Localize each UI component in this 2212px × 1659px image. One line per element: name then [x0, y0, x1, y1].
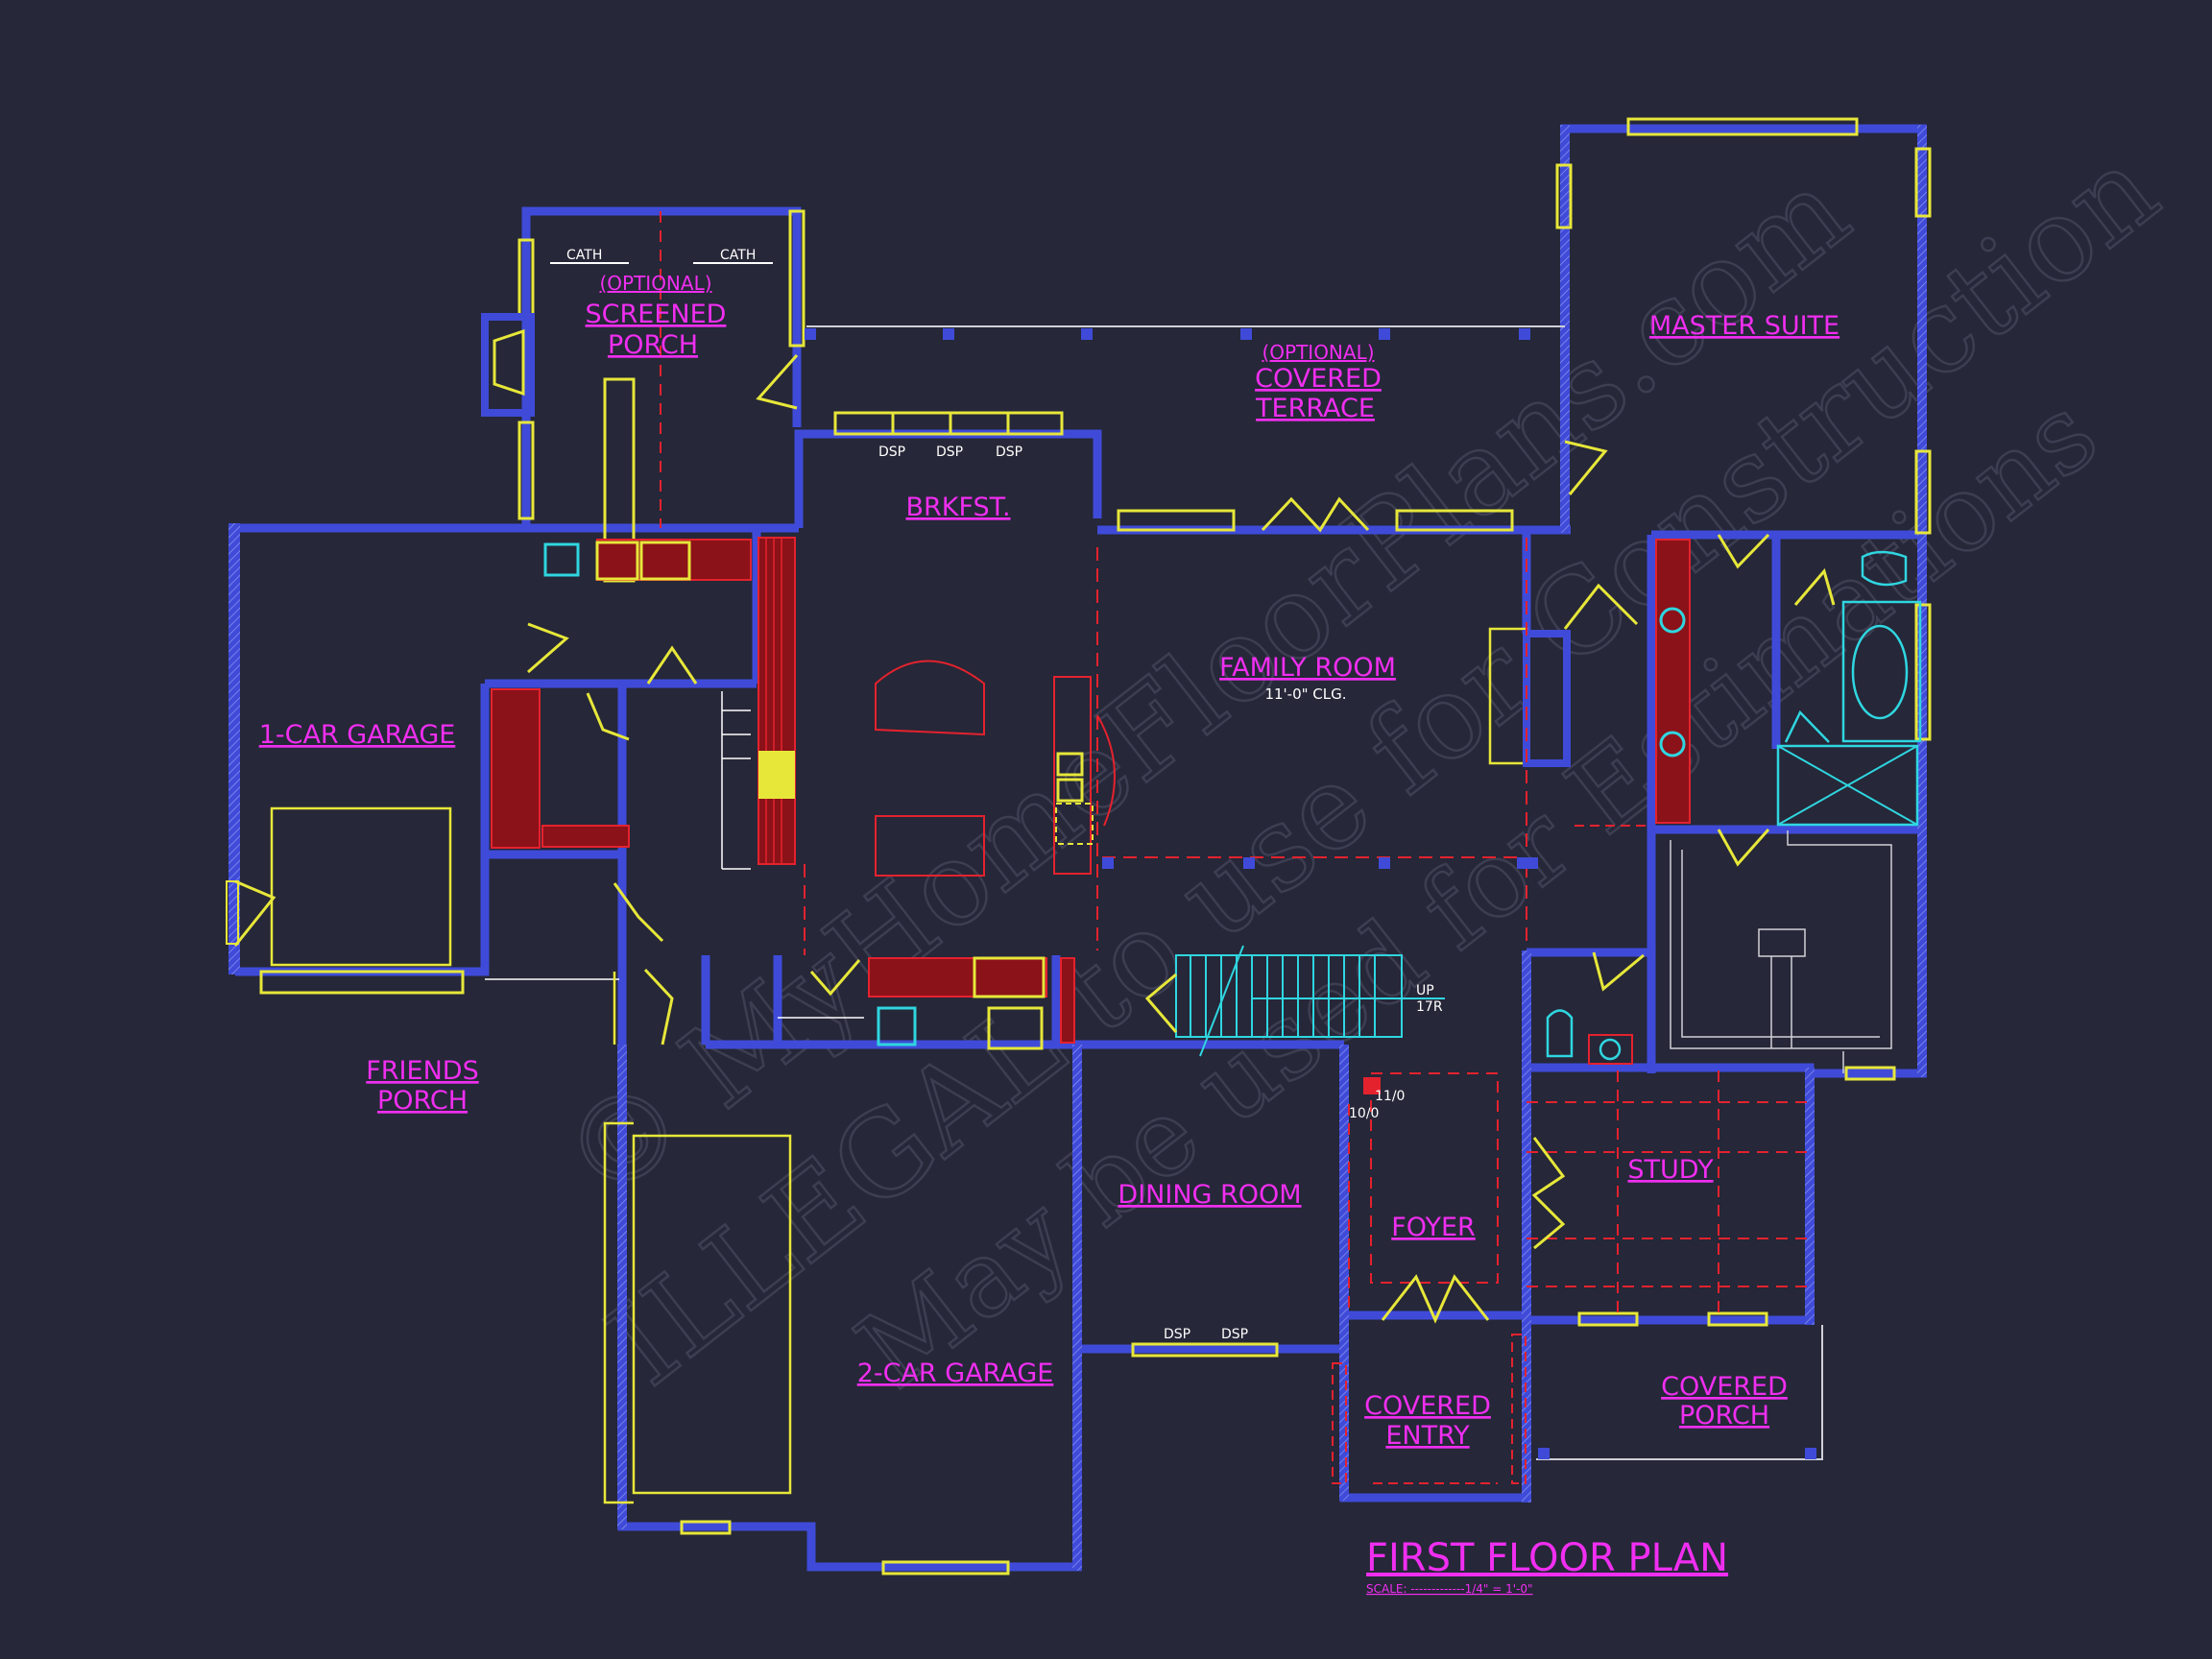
label-terrace-optional: (OPTIONAL)	[1262, 341, 1374, 364]
label-screened-porch-optional: (OPTIONAL)	[599, 272, 711, 295]
study	[1527, 1070, 1810, 1317]
stair-closet-door	[1060, 957, 1075, 1044]
note-risers: 17R	[1416, 999, 1443, 1015]
label-friends: FRIENDS	[366, 1056, 478, 1086]
note-dsp-3: DSP	[996, 445, 1022, 460]
plan-title: FIRST FLOOR PLAN	[1366, 1536, 1728, 1580]
watermark-line-2: ILLEGAL to use for Construction	[585, 123, 2182, 1412]
annotations: CATH CATH DSP DSP DSP DSP DSP UP 17R 11/…	[566, 248, 1443, 1342]
wall-hatching	[228, 125, 1927, 1571]
label-one-car-garage: 1-CAR GARAGE	[259, 720, 456, 750]
note-up: UP	[1416, 983, 1434, 998]
note-dsp-5: DSP	[1221, 1327, 1248, 1342]
label-brkfst: BRKFST.	[905, 493, 1010, 522]
two-car-garage	[603, 1121, 792, 1504]
stair	[1175, 945, 1445, 1057]
label-two-car-garage: 2-CAR GARAGE	[857, 1358, 1054, 1388]
covered-terrace	[805, 325, 1565, 533]
label-dining-room: DINING ROOM	[1118, 1180, 1301, 1210]
wall-study	[1522, 952, 1815, 1325]
label-friends-porch: PORCH	[377, 1086, 468, 1116]
note-door-11: 11/0	[1375, 1089, 1405, 1104]
master-bath	[1563, 440, 1922, 867]
note-dsp-2: DSP	[936, 445, 963, 460]
kitchen	[757, 537, 1116, 1050]
covered-porch	[1536, 1325, 1823, 1460]
label-covered-porch-2: PORCH	[1679, 1401, 1769, 1431]
label-covered-entry-2: ENTRY	[1385, 1421, 1470, 1451]
label-foyer: FOYER	[1391, 1213, 1476, 1242]
one-car-garage	[226, 806, 452, 967]
note-cath-right: CATH	[720, 248, 756, 263]
foyer	[1348, 1072, 1499, 1324]
label-master-suite: MASTER SUITE	[1649, 311, 1839, 341]
screened-porch	[481, 211, 799, 528]
covered-entry	[1332, 1334, 1527, 1484]
label-covered-terrace: COVERED	[1255, 364, 1382, 394]
label-covered-entry-1: COVERED	[1364, 1391, 1491, 1421]
label-family-room-clg: 11'-0" CLG.	[1264, 685, 1346, 703]
wall-one-car-garage-bottom	[235, 850, 622, 976]
label-screened: SCREENED	[586, 300, 727, 329]
master-closet	[1670, 830, 1892, 1073]
label-study: STUDY	[1627, 1155, 1714, 1185]
family-room	[1102, 538, 1647, 946]
powder-room	[1546, 951, 1645, 1065]
study-doors	[1531, 1137, 1566, 1250]
plan-scale: SCALE: -------------1/4" = 1'-0"	[1366, 1582, 1533, 1596]
label-screened-porch: PORCH	[608, 330, 698, 360]
note-dsp-1: DSP	[878, 445, 905, 460]
label-terrace: TERRACE	[1255, 394, 1375, 423]
note-cath-left: CATH	[566, 248, 602, 263]
windows	[259, 117, 1932, 1575]
note-door-10: 10/0	[1349, 1106, 1379, 1121]
label-covered-porch-1: COVERED	[1661, 1372, 1788, 1402]
closet-door-swing	[1144, 973, 1178, 1033]
room-labels: (OPTIONAL) SCREENED PORCH (OPTIONAL) COV…	[259, 272, 1839, 1451]
label-family-room: FAMILY ROOM	[1219, 653, 1396, 683]
mudroom	[485, 539, 752, 1046]
plan-title-block: FIRST FLOOR PLAN SCALE: -------------1/4…	[1366, 1536, 1728, 1596]
note-dsp-4: DSP	[1164, 1327, 1190, 1342]
